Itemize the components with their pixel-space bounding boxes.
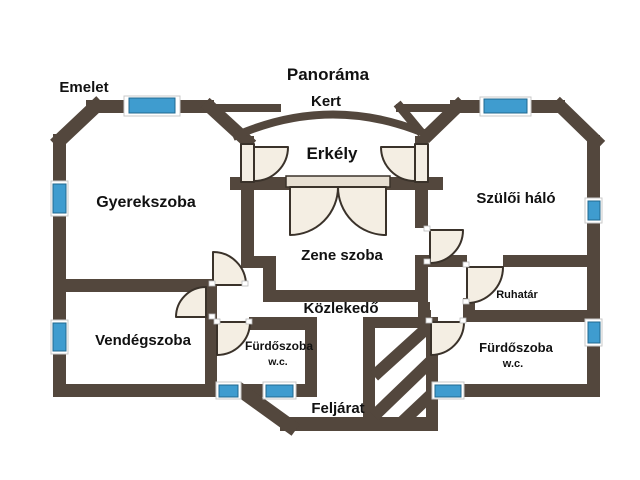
door-leaf — [240, 143, 255, 183]
wall — [263, 290, 428, 302]
window — [50, 319, 69, 355]
hinge-cap — [213, 318, 221, 325]
window — [584, 318, 603, 347]
label-bathroom-right-wc: w.c. — [502, 358, 523, 370]
wall — [53, 134, 66, 397]
window — [215, 381, 242, 400]
doors — [175, 143, 504, 356]
window — [262, 381, 297, 400]
wall — [205, 317, 215, 330]
stair-stripe — [369, 357, 435, 421]
hinge-cap — [208, 313, 216, 320]
label-balcony: Erkély — [306, 144, 358, 163]
wall-stub — [396, 104, 465, 112]
wall — [241, 136, 254, 145]
window — [584, 197, 603, 224]
wall — [426, 384, 600, 397]
label-floor: Emelet — [59, 79, 108, 96]
door-arc — [466, 266, 504, 304]
double-door-lintel — [285, 175, 391, 188]
hinge-cap — [241, 280, 249, 287]
label-entrance: Feljárat — [311, 400, 364, 417]
balcony-arc-wall — [231, 110, 435, 141]
window — [50, 180, 69, 217]
label-bathroom-right: Fürdőszoba — [479, 340, 553, 355]
wall — [249, 317, 317, 330]
hinge-cap — [423, 225, 431, 232]
stair-stripe — [395, 385, 441, 429]
label-bathroom-left-wc: w.c. — [267, 356, 288, 368]
door-arc — [337, 186, 387, 236]
stairs — [369, 322, 441, 429]
label-panorama: Panoráma — [287, 65, 370, 84]
wall — [503, 255, 600, 267]
stairs-wall — [363, 317, 375, 417]
door-arc — [429, 229, 464, 264]
wall — [305, 317, 317, 397]
window — [479, 96, 532, 117]
label-hallway: Közlekedő — [303, 300, 378, 317]
wall — [241, 181, 254, 268]
hinge-cap — [425, 317, 433, 324]
label-music-room: Zene szoba — [301, 247, 383, 264]
hinge-cap — [459, 317, 467, 324]
label-wardrobe: Ruhatár — [496, 289, 538, 301]
label-kids-room: Gyerekszoba — [96, 194, 196, 211]
door-arc — [175, 286, 207, 318]
walls — [50, 96, 606, 436]
hinge-cap — [208, 280, 216, 287]
label-bathroom-left: Fürdőszoba — [245, 339, 313, 353]
wall — [465, 310, 600, 322]
wall — [415, 255, 428, 302]
wall — [415, 181, 428, 228]
room-labels: Emelet Panoráma Kert Erkély Gyerekszoba … — [59, 65, 555, 417]
windows — [50, 95, 603, 400]
wall-stub — [214, 104, 281, 112]
label-guest-room: Vendégszoba — [95, 332, 192, 349]
hinge-cap — [462, 298, 470, 305]
stairs-wall — [363, 317, 438, 328]
door-arc — [430, 321, 465, 356]
door-leaf — [414, 143, 429, 183]
wall — [415, 136, 428, 145]
hinge-cap — [423, 258, 431, 265]
hinge-cap — [245, 318, 253, 325]
door-arc — [380, 146, 416, 182]
door-arc — [289, 186, 339, 236]
wall — [280, 417, 438, 431]
hinge-cap — [462, 261, 470, 268]
door-arc — [253, 146, 289, 182]
label-parents-bedroom: Szülői háló — [476, 190, 555, 207]
window — [431, 381, 465, 400]
window — [123, 95, 181, 117]
wall-chamfer — [233, 382, 300, 436]
stair-stripe — [369, 322, 433, 381]
label-garden: Kert — [311, 93, 341, 110]
wall — [60, 279, 213, 292]
